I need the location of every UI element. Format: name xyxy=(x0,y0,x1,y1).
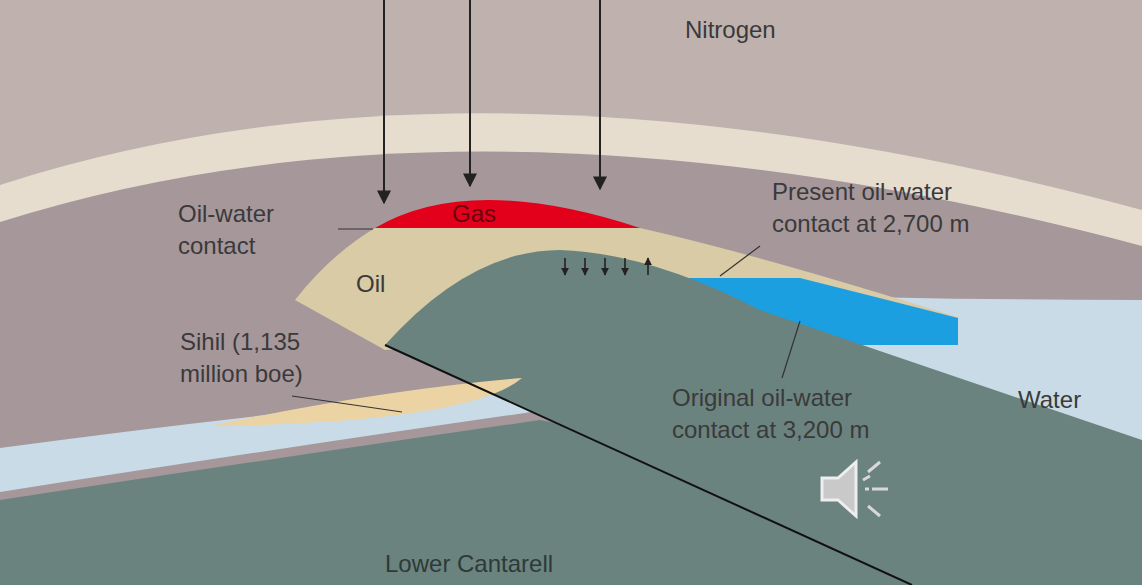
cap-rock xyxy=(0,152,1142,585)
region-label: Original oil-water contact at 3,200 m xyxy=(672,382,912,446)
nitrogen-arrow xyxy=(599,0,601,189)
lower-block xyxy=(0,420,910,585)
gas-cap xyxy=(375,200,640,228)
nitrogen-arrow xyxy=(383,0,385,203)
region-label: Water xyxy=(1018,384,1118,416)
region-label: Sihil (1,135 million boe) xyxy=(180,326,335,390)
fault-line xyxy=(385,345,912,585)
region-label: Present oil-water contact at 2,700 m xyxy=(772,176,1012,240)
region-label: Gas xyxy=(452,198,522,230)
region-label: Oil-water contact xyxy=(178,198,308,262)
region-label: Oil xyxy=(356,268,416,300)
region-label: Nitrogen xyxy=(685,14,825,46)
region-label: Lower Cantarell xyxy=(385,548,615,580)
speaker-icon xyxy=(822,462,888,516)
flow-arrows xyxy=(565,258,648,275)
cream-layer xyxy=(0,113,1142,585)
nitrogen-arrow xyxy=(469,0,471,186)
